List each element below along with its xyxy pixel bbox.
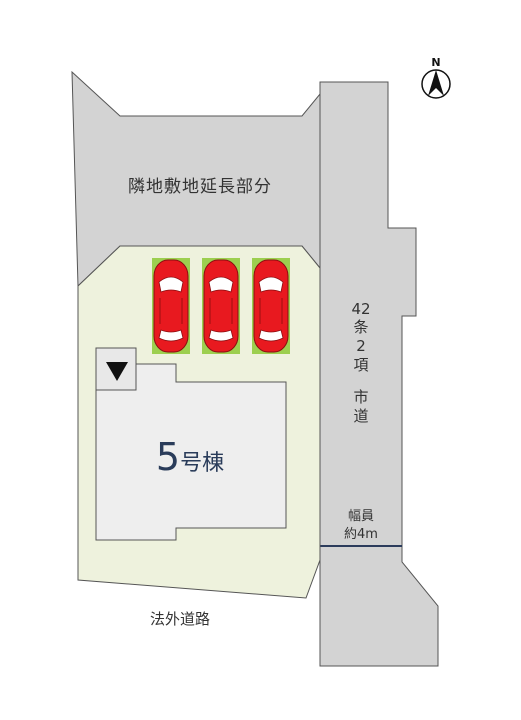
building-suffix: 号棟 — [180, 451, 224, 476]
parking-space — [252, 258, 290, 354]
road-text-line5: 市 — [353, 388, 368, 406]
city-road — [319, 81, 439, 667]
car-icon — [153, 259, 189, 353]
car-icon — [253, 259, 289, 353]
north-label: N — [431, 56, 440, 69]
road-text-line1: 42 — [351, 300, 370, 318]
entrance-arrow-icon — [106, 362, 128, 381]
building-number: 5 — [156, 435, 180, 479]
road-text-line3: 2 — [356, 337, 366, 355]
building-footprint — [95, 363, 287, 541]
outside-road-label: 法外道路 — [150, 610, 210, 628]
road-width-label-line2: 約4m — [344, 527, 378, 542]
north-arrow-icon: N — [421, 56, 451, 99]
parking-space — [202, 258, 240, 354]
car-icon — [203, 259, 239, 353]
road-text-line2: 条 — [353, 318, 368, 336]
road-width-label-line1: 幅員 — [348, 509, 374, 524]
road-text-line4: 項 — [353, 356, 368, 374]
neighbor-area-label: 隣地敷地延長部分 — [128, 177, 272, 197]
road-text-line6: 道 — [353, 407, 368, 425]
parking-space — [152, 258, 190, 354]
building-label: 5号棟 — [156, 435, 224, 479]
